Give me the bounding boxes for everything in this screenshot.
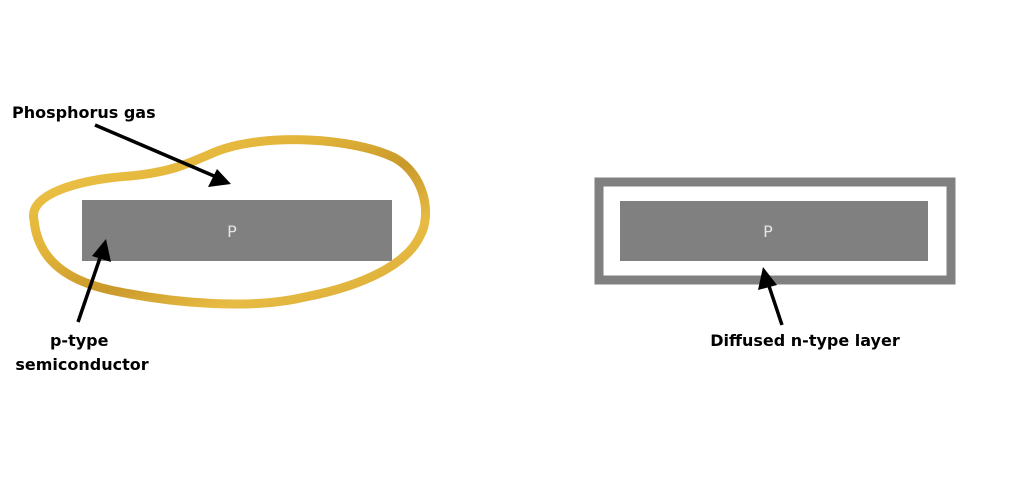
phosphorus-gas-arrow — [94, 123, 231, 187]
phosphorus-gas-outline — [29, 135, 431, 309]
diffused-n-type-layer — [594, 177, 956, 285]
phosphorus-gas-label: Phosphorus gas — [12, 103, 156, 122]
p-type-core-block — [620, 201, 928, 261]
n-type-layer-arrow — [758, 267, 784, 326]
right-block-label: P — [763, 222, 773, 241]
p-type-semiconductor-block — [82, 200, 392, 261]
n-type-layer-label: Diffused n-type layer — [710, 331, 900, 350]
semiconductor-arrow — [76, 239, 111, 323]
right-diagram: P Diffused n-type layer — [594, 177, 956, 350]
left-diagram: P Phosphorus gas p-type semiconductor — [12, 103, 431, 374]
left-block-label: P — [227, 222, 237, 241]
semiconductor-label-line2: semiconductor — [15, 355, 148, 374]
semiconductor-label: p-type semiconductor — [15, 331, 148, 374]
semiconductor-label-line1: p-type — [50, 331, 109, 350]
